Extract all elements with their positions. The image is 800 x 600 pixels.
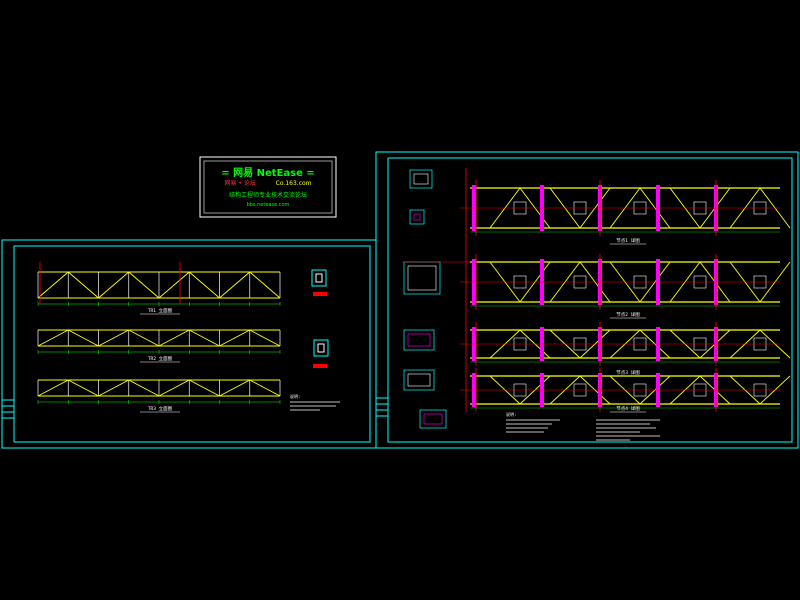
diagonal-member xyxy=(158,271,190,299)
connection-detail-4: 节点4 详图 xyxy=(460,368,791,413)
stamp-forum-label: 网易 • 论坛 xyxy=(224,180,256,187)
diagonal-member xyxy=(189,379,220,397)
detail-title: 节点2 详图 xyxy=(616,311,640,318)
diagonal-member xyxy=(219,329,250,347)
diagonal-member xyxy=(189,329,220,347)
side-section-details xyxy=(402,168,470,429)
section-inner xyxy=(407,265,437,291)
column-section-1 xyxy=(311,269,327,296)
detail-title: 节点1 详图 xyxy=(616,237,640,244)
section-inner xyxy=(407,333,431,347)
section-outline xyxy=(403,261,441,295)
right-sheet-margin-ticks xyxy=(376,397,388,417)
stamp-title: = 网易 NetEase = xyxy=(221,168,315,179)
section-inner xyxy=(413,213,421,221)
section-outline xyxy=(409,209,425,225)
section-outline xyxy=(403,369,435,391)
diagonal-member xyxy=(37,271,69,299)
diagonal-member xyxy=(37,329,69,347)
diagonal-member xyxy=(219,271,251,299)
section-inner xyxy=(423,413,443,425)
truss-elevation-1: TR1 立面图 xyxy=(37,262,281,315)
section-inner xyxy=(407,373,431,387)
left-drawing-sheet: TR1 立面图 TR2 立面图 TR3 立面图 说明: xyxy=(1,239,377,449)
section-outline xyxy=(403,329,435,351)
diagonal-member xyxy=(128,329,160,347)
stamp-site-label: Co.163.com xyxy=(275,180,312,187)
diagonal-member xyxy=(67,271,99,299)
diagonal-member xyxy=(249,329,281,347)
truss-title: TR1 立面图 xyxy=(148,307,173,314)
detail-title: 节点4 详图 xyxy=(616,405,640,412)
diagonal-member xyxy=(158,329,190,347)
stamp-url: bbs.netease.com xyxy=(246,202,290,208)
diagonal-member xyxy=(219,379,250,397)
diagonal-member xyxy=(249,379,281,397)
truss-elevation-2: TR2 立面图 xyxy=(37,329,281,363)
diagonal-member xyxy=(188,271,220,299)
diagonal-member xyxy=(249,271,281,299)
diagonal-member xyxy=(68,379,99,397)
diagonal-member xyxy=(158,379,190,397)
left-sheet-margin-ticks xyxy=(2,399,14,419)
section-outline xyxy=(419,409,447,429)
netease-stamp-box xyxy=(199,156,337,218)
diagonal-member xyxy=(98,379,129,397)
diagonal-member xyxy=(37,379,69,397)
diagonal-member xyxy=(98,329,129,347)
right-notes-block xyxy=(506,419,660,441)
connection-detail-3: 节点3 详图 xyxy=(460,322,791,377)
diagonal-member xyxy=(128,271,160,299)
detail-title: 节点3 详图 xyxy=(616,369,640,376)
stamp-subtitle-row: 网易 • 论坛 Co.163.com xyxy=(202,178,334,187)
section-outline xyxy=(409,169,433,189)
diagonal-member xyxy=(98,271,130,299)
right-notes-title: 说明: xyxy=(506,411,516,417)
stamp-description: 结构工程师专业技术交流论坛 xyxy=(228,192,307,199)
column-section-2 xyxy=(313,339,329,368)
diagonal-member xyxy=(68,329,99,347)
connection-detail-2: 节点2 详图 xyxy=(460,254,791,319)
truss-elevation-3: TR3 立面图 xyxy=(37,379,281,413)
left-notes-title: 说明: xyxy=(290,393,300,399)
truss-title: TR2 立面图 xyxy=(148,355,173,362)
diagonal-member xyxy=(128,379,160,397)
section-inner xyxy=(413,173,429,185)
truss-title: TR3 立面图 xyxy=(148,405,173,412)
connection-detail-1: 节点1 详图 xyxy=(460,180,791,245)
left-notes-block xyxy=(290,401,340,411)
